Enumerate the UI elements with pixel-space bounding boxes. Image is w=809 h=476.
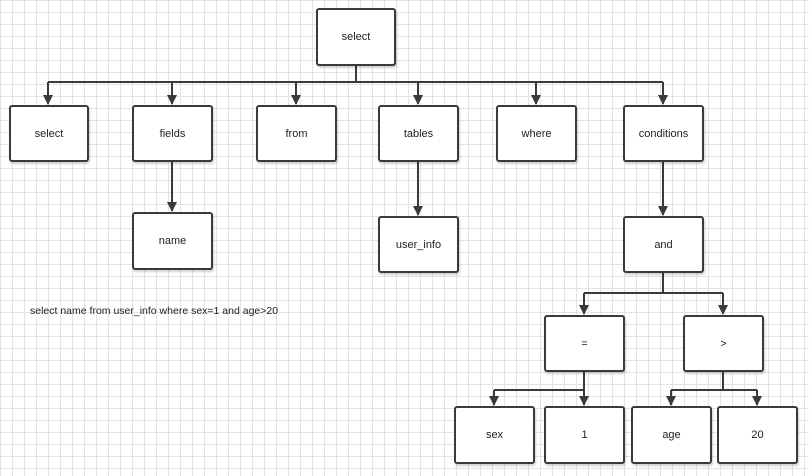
node-where: where [496,105,577,162]
node-sex: sex [454,406,535,464]
node-select: select [9,105,89,162]
node-one: 1 [544,406,625,464]
node-user-info: user_info [378,216,459,273]
node-equals: = [544,315,625,372]
node-tables: tables [378,105,459,162]
node-fields: fields [132,105,213,162]
node-root-select: select [316,8,396,66]
node-greater-than: > [683,315,764,372]
node-name: name [132,212,213,270]
node-twenty: 20 [717,406,798,464]
node-conditions: conditions [623,105,704,162]
node-from: from [256,105,337,162]
node-and: and [623,216,704,273]
sql-query-caption: select name from user_info where sex=1 a… [30,305,279,317]
node-age: age [631,406,712,464]
